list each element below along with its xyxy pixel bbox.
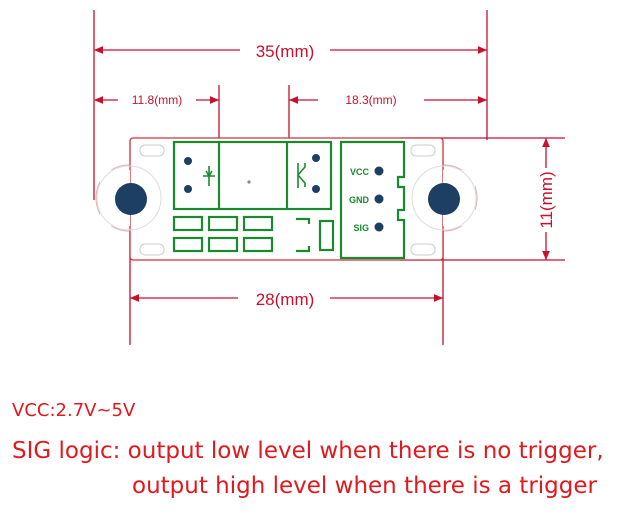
mounting-hole-left	[115, 183, 147, 215]
pin-label-sig: SIG	[353, 223, 369, 233]
pcb-pads	[184, 154, 384, 232]
mounting-hole-right	[428, 183, 460, 215]
dim-total-length: 35(mm)	[256, 42, 315, 61]
pin-label-vcc: VCC	[350, 167, 370, 177]
dim-board-length: 28(mm)	[256, 290, 315, 309]
sig-logic-line1: SIG logic: output low level when there i…	[12, 438, 604, 464]
pcb-traces	[172, 140, 406, 260]
dim-height: 11(mm)	[537, 171, 556, 228]
vcc-spec: VCC:2.7V~5V	[12, 400, 136, 421]
sig-logic-line2: output high level when there is a trigge…	[132, 473, 597, 499]
dim-left-offset: 11.8(mm)	[132, 93, 182, 107]
dim-right-offset: 18.3(mm)	[345, 93, 396, 107]
pin-label-gnd: GND	[349, 195, 370, 205]
